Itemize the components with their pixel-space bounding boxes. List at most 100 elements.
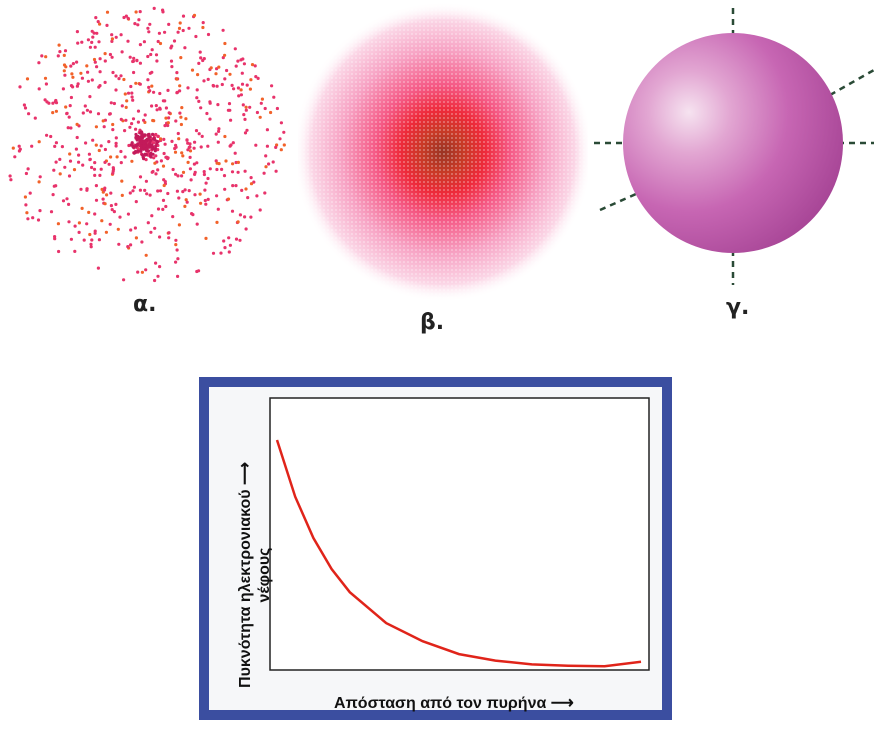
cloud-dot [194, 129, 199, 133]
cloud-dot [197, 132, 201, 136]
cloud-dot [66, 126, 70, 130]
cloud-dot [154, 172, 158, 176]
cloud-dot [159, 159, 163, 163]
cloud-dot [234, 184, 238, 188]
cloud-dot [84, 141, 88, 145]
cloud-dot [99, 144, 103, 148]
cloud-dot [94, 184, 98, 188]
cloud-dot [136, 270, 140, 274]
cloud-dot [123, 129, 127, 133]
cloud-dot [215, 194, 219, 198]
cloud-dot [82, 238, 86, 242]
cloud-dot [177, 137, 181, 141]
cloud-dot [227, 250, 231, 254]
cloud-dot [73, 249, 77, 253]
cloud-dot [75, 122, 79, 126]
chart-area: Πυκνότητα ηλεκτρονιακού ⟶ νέφους Απόστασ… [209, 387, 662, 712]
cloud-dot [163, 180, 167, 184]
cloud-dot [146, 78, 150, 82]
cloud-dot [166, 88, 170, 92]
cloud-dot [102, 125, 106, 129]
cloud-dot [148, 71, 152, 75]
cloud-dot [53, 100, 58, 104]
cloud-dot [68, 104, 72, 108]
cloud-dot-core [148, 138, 152, 143]
cloud-dot [223, 187, 227, 191]
cloud-dot [85, 64, 89, 68]
cloud-dot [98, 57, 102, 61]
cloud-dot [249, 182, 254, 186]
cloud-dot [215, 84, 219, 88]
cloud-dot [279, 121, 283, 125]
cloud-dot [80, 206, 84, 210]
cloud-dot [199, 56, 203, 60]
cloud-dot [271, 160, 275, 164]
cloud-dot [88, 232, 92, 237]
cloud-dot [215, 220, 219, 224]
cloud-dot [161, 207, 165, 211]
cloud-dot [69, 126, 73, 130]
cloud-dot [147, 30, 151, 34]
cloud-dot [229, 143, 233, 147]
cloud-dot-core [154, 144, 158, 148]
cloud-dot [188, 167, 192, 171]
cloud-dot [233, 47, 237, 51]
cloud-dot [193, 140, 197, 144]
cloud-dot [114, 141, 118, 145]
y-axis-label-line1: Πυκνότητα ηλεκτρονιακού [237, 489, 254, 688]
cloud-dot [143, 188, 147, 192]
cloud-dot [68, 159, 73, 163]
cloud-dot [148, 22, 152, 26]
cloud-dot [243, 117, 247, 121]
cloud-dot [90, 40, 94, 45]
cloud-dot [56, 54, 60, 58]
cloud-dot [259, 101, 263, 105]
cloud-dot [215, 67, 219, 71]
cloud-dot [183, 46, 187, 50]
cloud-dot [88, 110, 93, 114]
cloud-dot [40, 54, 44, 58]
cloud-dot [199, 201, 203, 205]
cloud-dot [203, 188, 207, 192]
cloud-dot [242, 62, 246, 66]
cloud-dot [156, 189, 160, 193]
cloud-dot [33, 116, 37, 120]
cloud-dot [130, 159, 134, 163]
cloud-dot [96, 266, 100, 270]
cloud-dot [158, 106, 162, 110]
cloud-dot [163, 30, 167, 34]
cloud-dot [53, 237, 57, 241]
cloud-dot [93, 212, 97, 216]
cloud-dot [249, 78, 253, 82]
cloud-dot [204, 181, 208, 185]
cloud-dot [151, 169, 155, 174]
cloud-dot [206, 176, 210, 181]
cloud-dot-core [132, 151, 136, 155]
cloud-dot-core [152, 147, 156, 151]
cloud-dot [156, 207, 161, 211]
cloud-dot [278, 137, 282, 141]
cloud-dot [206, 197, 210, 201]
cloud-dot [203, 198, 207, 203]
cloud-dot [217, 127, 221, 131]
cloud-dot [227, 236, 231, 240]
cloud-dot [71, 62, 75, 66]
cloud-dot [239, 93, 243, 97]
cloud-dot [51, 101, 55, 105]
cloud-dot [154, 154, 158, 158]
cloud-dot [174, 145, 178, 149]
cloud-dot [93, 45, 97, 49]
cloud-dot [178, 84, 182, 88]
cloud-dot [156, 134, 160, 138]
cloud-dot [142, 40, 146, 44]
cloud-dot [52, 168, 56, 172]
cloud-dot [215, 161, 219, 165]
cloud-dot [164, 116, 168, 120]
cloud-dot [189, 178, 193, 182]
cloud-dot [199, 145, 203, 149]
cloud-dot [142, 118, 146, 122]
cloud-dot [150, 48, 154, 52]
cloud-dot [133, 226, 137, 230]
cloud-dot [254, 75, 258, 79]
cloud-dot [163, 142, 167, 146]
